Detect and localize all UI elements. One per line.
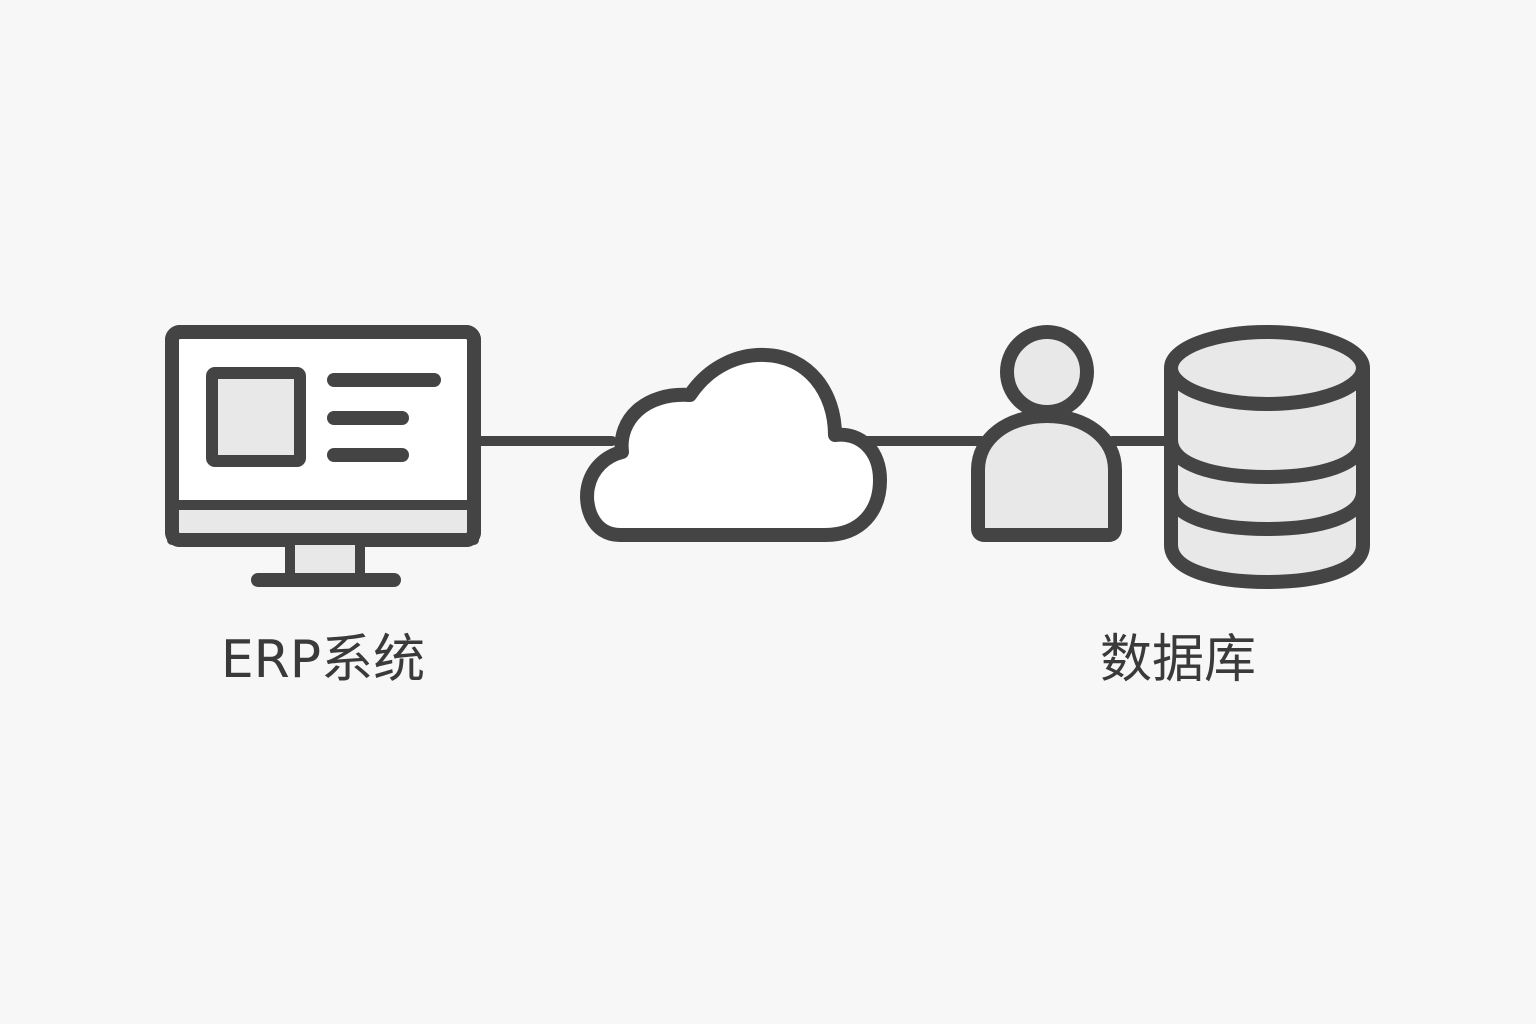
database-icon <box>1164 325 1370 589</box>
cloud-icon <box>580 347 887 542</box>
database-ring-2 <box>1164 491 1370 536</box>
user-head <box>1000 325 1094 419</box>
database-label: 数据库 <box>1099 630 1257 690</box>
screen-image-block <box>206 367 306 467</box>
user-body <box>971 409 1122 542</box>
erp-system-label: ERP系统 <box>220 630 426 690</box>
database-ring-1 <box>1164 439 1370 484</box>
cloud-shape <box>580 347 887 542</box>
user-icon <box>971 325 1122 542</box>
database-top <box>1164 325 1370 411</box>
desktop-monitor-icon <box>165 325 481 587</box>
